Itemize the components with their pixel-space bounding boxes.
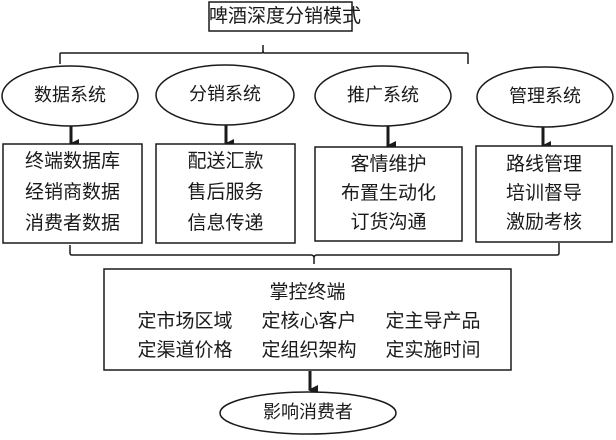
bottom-brace: [69, 243, 560, 264]
box-data-system: [2, 143, 143, 244]
diagram-title: 啤酒深度分销模式: [209, 5, 362, 27]
control-item: 定实施时间: [385, 339, 481, 361]
promotion-system-item: 布置生动化: [340, 182, 436, 204]
data-system-item: 消费者数据: [24, 212, 120, 234]
system-label-management: 管理系统: [509, 86, 581, 107]
box-promotion-system: [314, 146, 463, 242]
system-label-promotion: 推广系统: [347, 85, 419, 106]
data-system-item: 终端数据库: [24, 150, 120, 172]
control-item: 定组织架构: [261, 339, 357, 361]
promotion-system-item: 客情维护: [350, 153, 427, 175]
management-system-item: 培训督导: [505, 182, 582, 204]
control-title: 掌控终端: [269, 281, 346, 303]
control-item: 定市场区域: [137, 310, 233, 332]
top-brace: [59, 45, 469, 64]
outcome-ellipse: [219, 391, 397, 435]
management-system-item: 激励考核: [505, 211, 582, 233]
distribution-system-item: 配送汇款: [187, 150, 264, 172]
ellipse-management-system: [476, 66, 614, 128]
ellipse-promotion-system: [314, 65, 452, 127]
control-item: 定核心客户: [261, 310, 357, 332]
management-system-item: 路线管理: [505, 153, 582, 175]
distribution-system-item: 信息传递: [187, 212, 264, 234]
box-distribution-system: [155, 143, 296, 244]
system-label-data: 数据系统: [34, 85, 106, 106]
box-management-system: [475, 145, 613, 243]
data-system-item: 经销商数据: [24, 181, 120, 203]
outcome-label: 影响消费者: [263, 402, 353, 423]
control-box: [103, 268, 512, 371]
control-item: 定主导产品: [385, 310, 481, 332]
title-box: [208, 1, 353, 32]
distribution-system-item: 售后服务: [187, 181, 264, 203]
control-item: 定渠道价格: [137, 339, 233, 361]
system-label-distribution: 分销系统: [189, 84, 261, 105]
promotion-system-item: 订货沟通: [350, 211, 427, 233]
